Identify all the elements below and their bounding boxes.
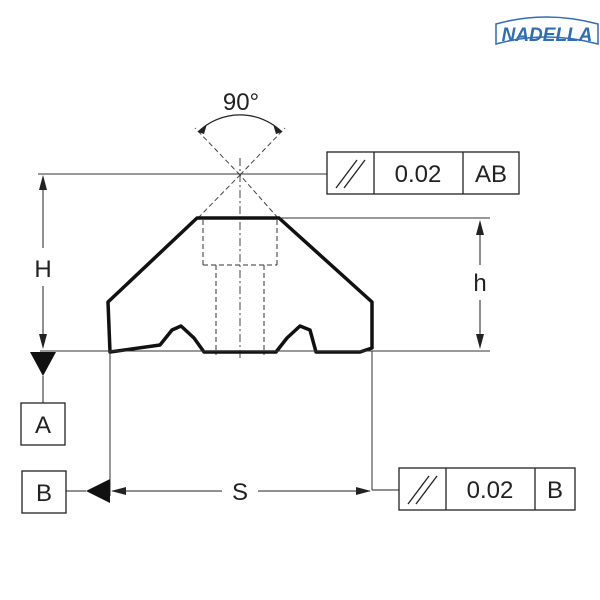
logo-text: NADELLA xyxy=(502,25,593,46)
tolerance-frame-B: 0.02 B xyxy=(398,467,576,511)
dimension-S: S xyxy=(111,479,371,506)
s-arrow-right xyxy=(356,487,371,495)
angle-extension-right xyxy=(239,127,286,176)
flank-extension-left xyxy=(197,174,241,219)
angle-arrow-left xyxy=(198,124,207,134)
datum-A-triangle xyxy=(30,352,56,376)
angle-extension-left xyxy=(194,127,241,176)
datum-B: B xyxy=(21,470,110,514)
datum-A: A xyxy=(20,352,66,446)
angle-arrow-right xyxy=(273,124,282,134)
parallelism-icon xyxy=(407,475,438,505)
h-arrow-top xyxy=(39,175,47,190)
nadella-logo: NADELLA xyxy=(495,16,599,46)
h-small-arrow-bottom xyxy=(476,334,484,349)
extension-lines xyxy=(38,173,490,496)
datum-B-label: B xyxy=(36,480,52,507)
construction-lines xyxy=(194,127,286,358)
parallelism-icon xyxy=(335,159,366,189)
datum-B-triangle xyxy=(86,479,110,503)
datum-A-label: A xyxy=(35,412,51,439)
dimension-H-label: H xyxy=(34,256,51,283)
tolerance-value: 0.02 xyxy=(467,477,514,504)
h-small-arrow-top xyxy=(476,220,484,235)
angle-arc xyxy=(197,114,283,133)
tolerance-datum: B xyxy=(547,477,563,504)
tolerance-frame-B-box xyxy=(398,467,576,511)
dimension-H: H xyxy=(34,175,52,349)
tolerance-value: 0.02 xyxy=(395,161,442,188)
dimension-S-label: S xyxy=(232,479,248,506)
angle-dimension: 90° xyxy=(197,89,283,134)
dimension-h-label: h xyxy=(473,270,486,297)
datum-A-box xyxy=(20,402,66,446)
logo-banner xyxy=(495,16,599,45)
angle-label: 90° xyxy=(223,89,259,116)
tolerance-frame-AB: 0.02 AB xyxy=(326,151,520,195)
s-arrow-left xyxy=(111,487,126,495)
tolerance-datum: AB xyxy=(475,161,507,188)
datum-B-box xyxy=(21,470,67,514)
tolerance-frame-AB-box xyxy=(326,151,520,195)
part-outline xyxy=(106,216,374,354)
hidden-bolt-hole xyxy=(202,220,278,355)
flank-extension-right xyxy=(239,174,279,219)
h-arrow-bottom xyxy=(39,334,47,349)
dimension-h: h xyxy=(473,220,487,349)
